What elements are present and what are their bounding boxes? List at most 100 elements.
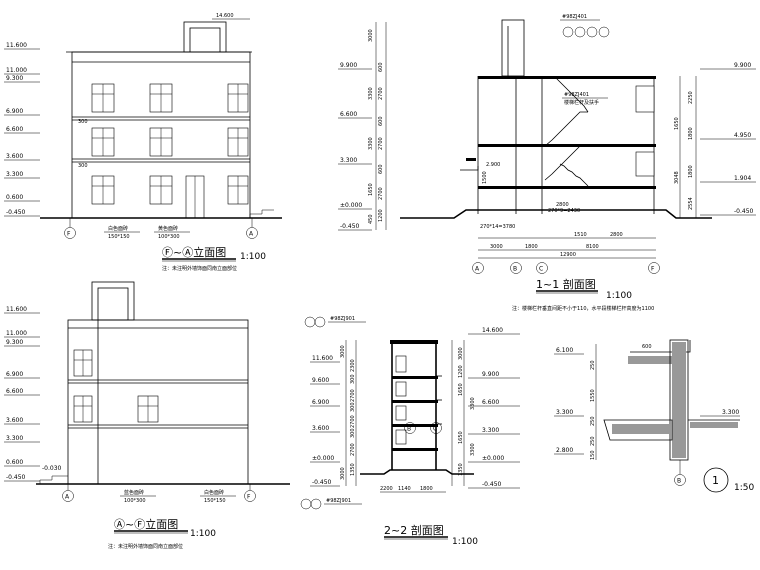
svg-text:2250: 2250	[688, 91, 694, 104]
stair-flight	[555, 77, 589, 113]
drawing-title: Ⓐ~Ⓕ立面图	[114, 517, 178, 531]
svg-text:1350: 1350	[458, 463, 464, 476]
svg-text:300: 300	[350, 374, 356, 384]
svg-text:2700: 2700	[378, 87, 384, 100]
section-right-levels: 3000 1200 1650 3300 1650 3300 1350 14.60…	[451, 327, 520, 489]
drawing-scale: 1:100	[240, 252, 266, 262]
level-label: 3.300	[556, 409, 573, 416]
level-label: 11.600	[6, 42, 27, 49]
level-label: 6.900	[312, 399, 329, 406]
stair-tower-opening	[97, 287, 129, 321]
stair-flight	[544, 145, 588, 181]
material-size: 100*300	[158, 234, 180, 240]
svg-text:3000: 3000	[368, 29, 374, 42]
stair-flight	[559, 163, 589, 187]
svg-text:3300: 3300	[470, 443, 476, 456]
floor-slab	[392, 400, 438, 403]
svg-text:1350: 1350	[350, 463, 356, 476]
entrance-steps	[39, 475, 68, 484]
svg-text:150: 150	[590, 450, 596, 460]
level-label: 11.600	[312, 355, 333, 362]
sill-dim: 300	[78, 163, 88, 169]
svg-text:1650: 1650	[674, 117, 680, 130]
drawing-title: 2~2 剖面图	[384, 523, 444, 537]
level-label: ±0.000	[482, 455, 504, 462]
elevation-a-f: 11.600 11.000 9.300 6.900 6.600 3.600 3.…	[4, 281, 290, 550]
level-label: 9.900	[482, 371, 499, 378]
section-axes: A B C F	[472, 262, 660, 274]
section-left-levels: 9.900 6.600 3.300 ±0.000 -0.450	[338, 62, 372, 231]
floor-slab	[392, 376, 438, 379]
detail-1: 6.100 3.300 2.800 3.300 600 250 1550 250…	[554, 339, 754, 493]
level-label: -0.450	[6, 474, 26, 481]
level-label: 14.600	[482, 327, 503, 334]
drawing-note: 注：未注明外墙饰面同南立面部位	[162, 265, 237, 272]
level-label: 6.900	[6, 371, 23, 378]
svg-text:2700: 2700	[350, 389, 356, 402]
svg-text:270*9=2430: 270*9=2430	[548, 208, 580, 214]
level-label: 6.600	[482, 399, 499, 406]
svg-text:12900: 12900	[560, 252, 576, 258]
svg-text:300: 300	[350, 428, 356, 438]
level-label: 9.900	[734, 62, 751, 69]
level-label: 4.950	[734, 132, 751, 139]
svg-text:250: 250	[590, 360, 596, 370]
material-label: 白色面砖	[204, 489, 224, 496]
drawing-scale: 1:100	[606, 291, 632, 301]
wall-section	[669, 339, 689, 461]
svg-text:2.900: 2.900	[486, 162, 500, 168]
svg-text:2700: 2700	[350, 415, 356, 428]
roof-slab	[478, 76, 656, 79]
ground-line	[360, 469, 474, 475]
svg-text:300: 300	[350, 402, 356, 412]
level-label: 6.100	[556, 347, 573, 354]
svg-text:1510: 1510	[574, 232, 587, 238]
level-label: 11.000	[6, 330, 27, 337]
level-label: 6.600	[6, 388, 23, 395]
svg-text:1650: 1650	[368, 183, 374, 196]
windows	[73, 349, 159, 423]
elevation-level-markers: 11.600 11.000 9.300 6.900 6.600 3.600 3.…	[4, 306, 62, 482]
material-size: 100*300	[124, 498, 146, 504]
level-label: 0.600	[6, 194, 23, 201]
drawing-note: 注：未注明外墙饰面同南立面部位	[108, 543, 183, 550]
sill-dim: 300	[78, 119, 88, 125]
level-label: 9.300	[6, 339, 23, 346]
stair-tower-opening	[189, 27, 221, 53]
svg-text:2800: 2800	[610, 232, 623, 238]
axis-label: A	[65, 494, 70, 501]
level-label: 6.600	[340, 111, 357, 118]
level-label: 0.600	[6, 459, 23, 466]
level-label: 3.600	[312, 425, 329, 432]
roof-edge	[630, 340, 691, 353]
svg-text:3000: 3000	[340, 345, 346, 358]
drawing-scale: 1:100	[452, 537, 478, 547]
elevation-level-markers: 11.600 11.000 9.300 6.900 6.600 3.600 3.…	[4, 42, 40, 217]
svg-text:1550: 1550	[590, 389, 596, 402]
top-level-label: 14.600	[216, 13, 234, 19]
section-bottom-dims: 270*14=3780 3000 1800 1510 2800 8100 129…	[478, 224, 656, 259]
svg-text:450: 450	[368, 214, 374, 224]
level-label: -0.450	[312, 479, 332, 486]
level-label: 9.900	[340, 62, 357, 69]
floor-slab-detail	[603, 419, 673, 441]
canopy	[460, 166, 479, 171]
svg-text:2700: 2700	[378, 187, 384, 200]
level-label: -0.450	[482, 481, 502, 488]
svg-text:600: 600	[642, 344, 652, 350]
level-label: 11.000	[6, 67, 27, 74]
drawing-note: 注：楼梯栏杆垂直间距不小于110，水平段楼梯栏杆高度为1100	[512, 305, 654, 312]
svg-text:3300: 3300	[368, 87, 374, 100]
windows	[91, 83, 249, 219]
roof-slab-detail	[628, 356, 672, 364]
svg-text:3000: 3000	[458, 347, 464, 360]
axis-label: B	[677, 478, 681, 485]
svg-text:3300: 3300	[368, 137, 374, 150]
section-2-2: 11.600 9.600 6.900 3.600 ±0.000 -0.450 3…	[300, 316, 520, 547]
svg-text:F: F	[651, 266, 655, 273]
level-label: 2.800	[556, 447, 573, 454]
level-label: 11.600	[6, 306, 27, 313]
level-label: 3.600	[6, 417, 23, 424]
svg-text:1500: 1500	[482, 171, 488, 184]
